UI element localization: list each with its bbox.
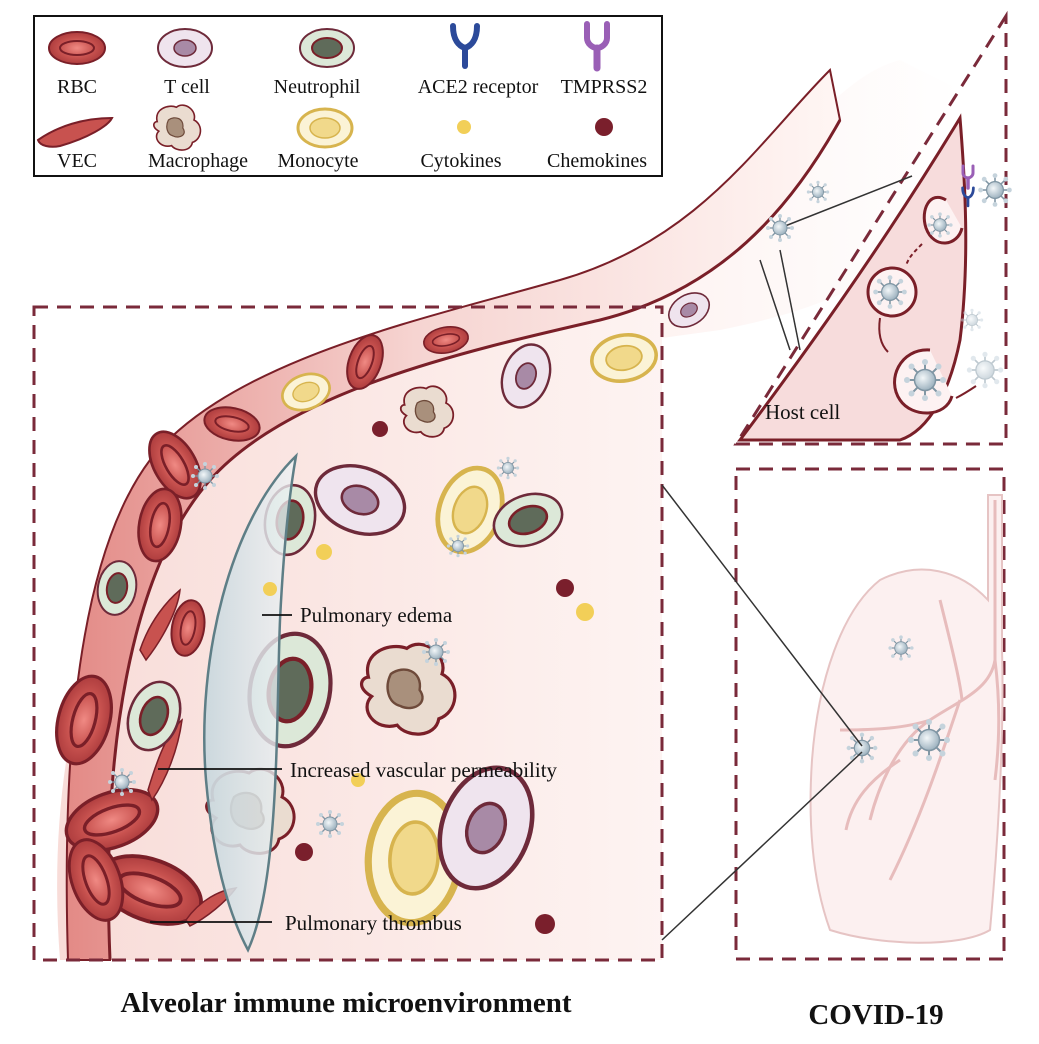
t-cell-icon xyxy=(157,28,213,68)
annotation-leaders xyxy=(150,614,292,923)
ace2-receptor-icon xyxy=(450,23,480,69)
tmprss2-icon xyxy=(961,164,975,190)
alveolar-panel: Pulmonary edema Increased vascular perme… xyxy=(32,285,717,962)
legend: RBC T cell Neutrophil ACE2 receptor TMPR… xyxy=(33,15,663,177)
vessel-inner-edge xyxy=(107,119,842,961)
zoom-lines-to-lung xyxy=(661,484,863,941)
vec-lining xyxy=(139,588,238,927)
legend-label-rbc: RBC xyxy=(57,76,97,98)
annotation-pulmonary-thrombus: Pulmonary thrombus xyxy=(285,911,462,935)
legend-label-cytokines: Cytokines xyxy=(420,150,501,172)
virus-icon xyxy=(960,308,984,332)
chemokines-icon xyxy=(595,118,613,136)
chemokine-group xyxy=(295,421,574,934)
lung-outline xyxy=(809,494,1004,944)
cytokine-group xyxy=(263,544,594,787)
edema-fluid xyxy=(203,452,298,953)
legend-label-monocyte: Monocyte xyxy=(277,150,358,172)
legend-label-tmprss2: TMPRSS2 xyxy=(561,76,648,98)
lung-dashed-frame xyxy=(734,467,1006,961)
title-alveolar-immune-microenvironment: Alveolar immune microenvironment xyxy=(120,987,571,1019)
virus-icon xyxy=(872,274,908,310)
legend-label-ace2-receptor: ACE2 receptor xyxy=(418,76,539,98)
annotation-pulmonary-edema: Pulmonary edema xyxy=(300,603,453,627)
legend-label-neutrophil: Neutrophil xyxy=(274,76,361,98)
legend-label-vec: VEC xyxy=(57,150,97,172)
virus-icon xyxy=(765,213,795,243)
annotation-vascular-permeability: Increased vascular permeability xyxy=(290,758,558,782)
virus-icon xyxy=(926,211,954,239)
legend-label-macrophage: Macrophage xyxy=(148,150,248,172)
virus-icon xyxy=(903,358,947,402)
zoom-lines-to-host xyxy=(759,175,913,351)
legend-label-t-cell: T cell xyxy=(164,76,210,98)
lung-panel xyxy=(661,467,1006,961)
title-covid-19: COVID-19 xyxy=(808,999,943,1031)
monocyte-icon xyxy=(296,107,354,149)
cytokines-icon xyxy=(457,120,471,134)
legend-label-chemokines: Chemokines xyxy=(547,150,647,172)
vec-icon xyxy=(36,116,114,148)
alveolar-dashed-frame xyxy=(32,305,664,962)
virus-icon xyxy=(806,180,830,204)
virus-icon xyxy=(965,350,1005,390)
host-cell-label: Host cell xyxy=(765,400,840,424)
ace2-receptor-icon xyxy=(961,186,975,208)
infection-arrows xyxy=(878,243,977,399)
rbc-icon xyxy=(48,31,106,65)
host-cell-dashed-frame xyxy=(733,10,1008,446)
tmprss2-icon xyxy=(584,21,610,72)
virus-icon xyxy=(977,172,1013,208)
neutrophil-icon xyxy=(299,28,355,68)
